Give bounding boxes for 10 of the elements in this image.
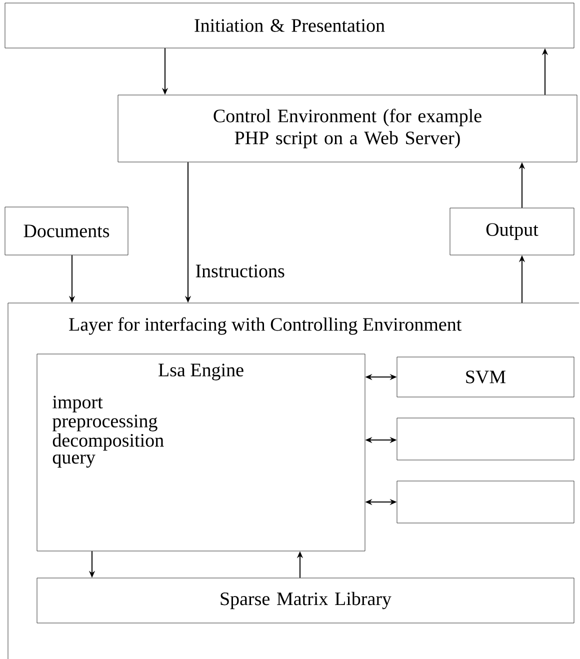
process-box: Sparse Matrix Library (36, 578, 574, 624)
process-box: SVM (396, 356, 574, 398)
edge-label: Instructions (194, 264, 286, 278)
process-box: Lsa Engine import preprocessing decomposition query (36, 354, 366, 552)
process-box: Initiation & Presentation (4, 2, 574, 48)
process-box: Control Environment (for example PHP script on a Web Server) (118, 94, 578, 162)
process-box: Output (450, 208, 574, 256)
process-box (396, 480, 574, 524)
process-box (396, 418, 574, 460)
process-box: Documents (4, 206, 128, 256)
